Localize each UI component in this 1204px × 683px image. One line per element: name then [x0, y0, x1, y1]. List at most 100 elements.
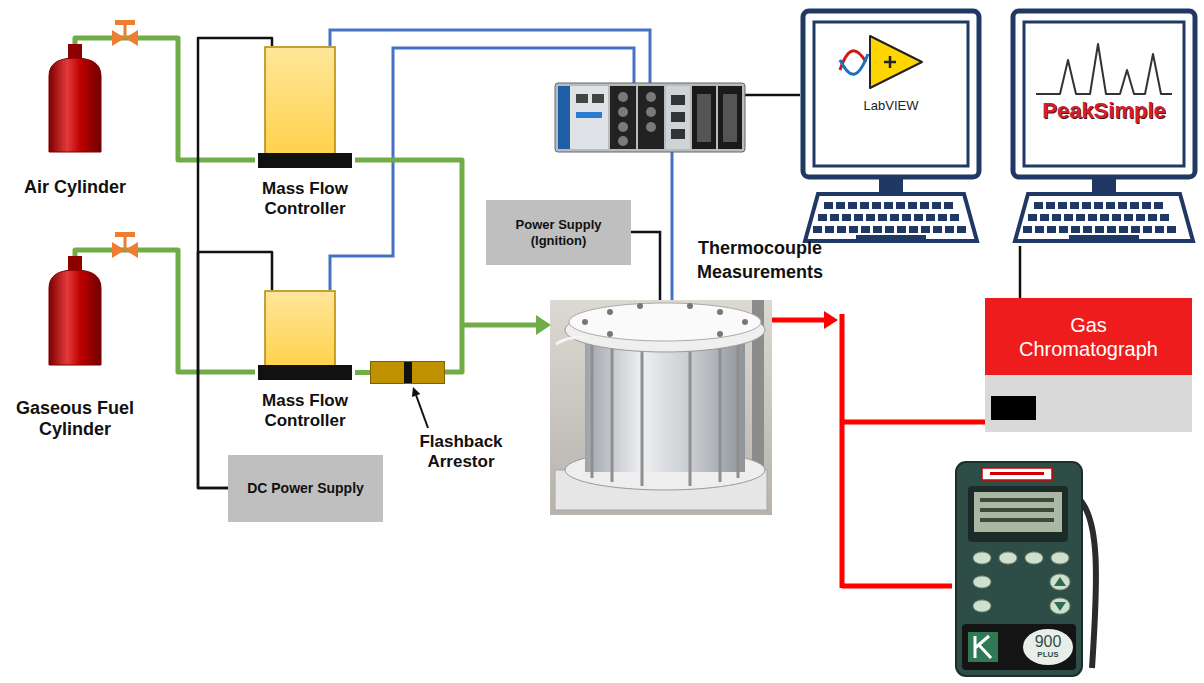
keyboard-key [1100, 214, 1109, 221]
tie-rod [719, 334, 722, 482]
keyboard-key [1035, 226, 1044, 233]
keyboard-key [1028, 214, 1037, 221]
exhaust-line [772, 318, 826, 323]
analyzer-body [956, 462, 1082, 676]
keyboard-key [957, 226, 966, 233]
keyboard-key [933, 226, 942, 233]
keyboard-key [885, 226, 894, 233]
sample-port [991, 396, 1036, 420]
keyboard-key [842, 214, 851, 221]
mass-flow-controller: Mass Flow Controller [255, 46, 355, 224]
keyboard-key [945, 226, 954, 233]
keyboard-key [926, 214, 935, 221]
daq-port [671, 129, 685, 139]
bolt [607, 309, 613, 315]
keyboard [1015, 194, 1193, 241]
keyboard-key [836, 202, 845, 209]
keyboard-key [1047, 226, 1056, 233]
daq-connector [646, 122, 656, 132]
keyboard-key [902, 214, 911, 221]
bolt [742, 319, 748, 325]
brand-logo [968, 632, 998, 662]
keyboard-key [1136, 214, 1145, 221]
bolt [637, 303, 643, 309]
keypad-button [1025, 552, 1043, 564]
keyboard-spacebar [856, 235, 926, 239]
bolt [687, 303, 693, 309]
controller-body [265, 47, 335, 154]
model-suffix: PLUS [1037, 650, 1058, 660]
keyboard-key [1070, 202, 1079, 209]
keyboard-key [1142, 202, 1151, 209]
peaksimple-computer: PeakSimple [1010, 8, 1198, 246]
keyboard-key [824, 202, 833, 209]
mass-flow-controller-icon [255, 290, 355, 382]
monitor-screen [1024, 22, 1184, 166]
arrow-down-symbol [1054, 602, 1066, 611]
lcd-screen [974, 492, 1062, 532]
sticker-mark [990, 472, 1044, 475]
arrow-button [1050, 574, 1070, 590]
bolt [717, 309, 723, 315]
cylinder-label: Air Cylinder [5, 177, 145, 198]
daq-controller-strip [558, 86, 570, 149]
keyboard-key [878, 214, 887, 221]
monitor-bezel [803, 11, 979, 177]
keyboard-key [1160, 214, 1169, 221]
keyboard-key [1040, 214, 1049, 221]
keyboard-key [944, 202, 953, 209]
keypad-button [973, 576, 991, 588]
gas-line [355, 370, 370, 375]
keyboard-key [1143, 226, 1152, 233]
instrument-label: Gas Chromatograph [1004, 313, 1174, 361]
tie-rod [591, 330, 594, 478]
keyboard-key [896, 202, 905, 209]
combustor-photo [550, 300, 772, 515]
daq-module [638, 86, 664, 149]
keyboard-key [1154, 202, 1163, 209]
controller-label: Mass Flow Controller [255, 391, 355, 431]
keyboard-key [1023, 226, 1032, 233]
controller-base [258, 153, 352, 168]
keyboard-key [1071, 226, 1080, 233]
cylinder-body [49, 58, 101, 152]
labview-computer: LabVIEW [800, 8, 982, 246]
keyboard-key [884, 202, 893, 209]
keyboard-key [1130, 202, 1139, 209]
controller-base [258, 365, 352, 380]
keyboard-key [909, 226, 918, 233]
screen-bezel [968, 486, 1068, 542]
monitor-stand [879, 177, 903, 193]
daq-connector [618, 136, 628, 146]
keyboard-key [1095, 226, 1104, 233]
software-logo: PeakSimple [1010, 98, 1198, 124]
label-slot: Thermocouple Measurements [680, 236, 840, 284]
daq-terminal [697, 94, 711, 142]
keyboard-key [1167, 226, 1176, 233]
keyboard-key [1058, 202, 1067, 209]
lcd-readout [980, 498, 1054, 502]
exhaust-line [842, 420, 985, 425]
daq-module [718, 86, 742, 149]
daq-port [576, 94, 588, 103]
signal-wire [330, 30, 650, 83]
exhaust-arrowhead [824, 311, 838, 329]
box-label: Power Supply (Ignition) [503, 217, 615, 249]
keyboard-key [1148, 214, 1157, 221]
daq-port [592, 94, 604, 103]
daq-module [666, 86, 690, 149]
power-wire [198, 38, 272, 488]
keyboard-key [1052, 214, 1061, 221]
bolt [582, 319, 588, 325]
logo-plus [884, 56, 896, 68]
keyboard-key [1118, 202, 1127, 209]
daq-connector [646, 92, 656, 102]
keypad-button [973, 552, 991, 564]
keyboard-key [825, 226, 834, 233]
daq-connector [646, 107, 656, 117]
thermocouple-wire [671, 152, 674, 318]
daq-module [610, 86, 636, 149]
daq-chassis [555, 83, 745, 152]
